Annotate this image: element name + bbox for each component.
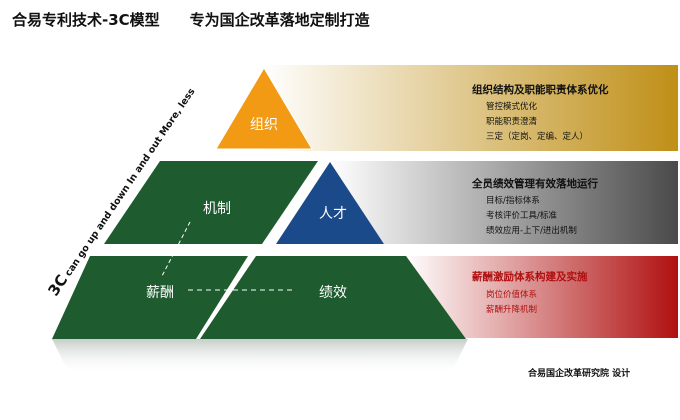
band-organization-item: 职能职责澄清 xyxy=(486,116,538,127)
connector-vertical xyxy=(161,221,191,277)
page-title: 合易专利技术-3C模型 专为国企改革落地定制打造 xyxy=(12,9,370,30)
compensation-label: 薪酬 xyxy=(146,285,174,301)
band-talent xyxy=(330,161,678,244)
band-organization-item: 三定（定岗、定编、定人） xyxy=(486,131,588,142)
band-talent-item: 考核评价工具/标准 xyxy=(486,210,557,221)
band-talent-item: 目标/指标体系 xyxy=(486,195,540,206)
band-compensation-item: 薪酬升降机制 xyxy=(486,304,537,315)
band-compensation-title: 薪酬激励体系构建及实施 xyxy=(472,270,588,283)
footer-credit: 合易国企改革研究院 设计 xyxy=(528,369,631,379)
compensation-parallelogram xyxy=(52,256,248,339)
mechanism-label: 机制 xyxy=(203,201,231,217)
performance-trapezoid xyxy=(200,256,466,339)
band-compensation-item: 岗位价值体系 xyxy=(486,289,537,300)
performance-label: 绩效 xyxy=(319,285,347,301)
band-talent-title: 全员绩效管理有效落地运行 xyxy=(471,177,598,190)
talent-label: 人才 xyxy=(319,206,347,222)
title-subtitle: 专为国企改革落地定制打造 xyxy=(189,11,370,29)
organization-triangle xyxy=(215,67,313,150)
band-organization xyxy=(262,65,678,151)
mechanism-parallelogram xyxy=(104,161,318,244)
band-organization-title: 组织结构及职能职责体系优化 xyxy=(472,83,609,96)
organization-label: 组织 xyxy=(250,117,278,133)
pyramid-reflection xyxy=(52,339,468,375)
talent-triangle xyxy=(276,162,384,244)
band-talent-item: 绩效应用-上下/进出机制 xyxy=(486,225,577,236)
band-organization-item: 管控模式优化 xyxy=(486,101,538,112)
title-main: 合易专利技术-3C模型 xyxy=(12,11,160,29)
